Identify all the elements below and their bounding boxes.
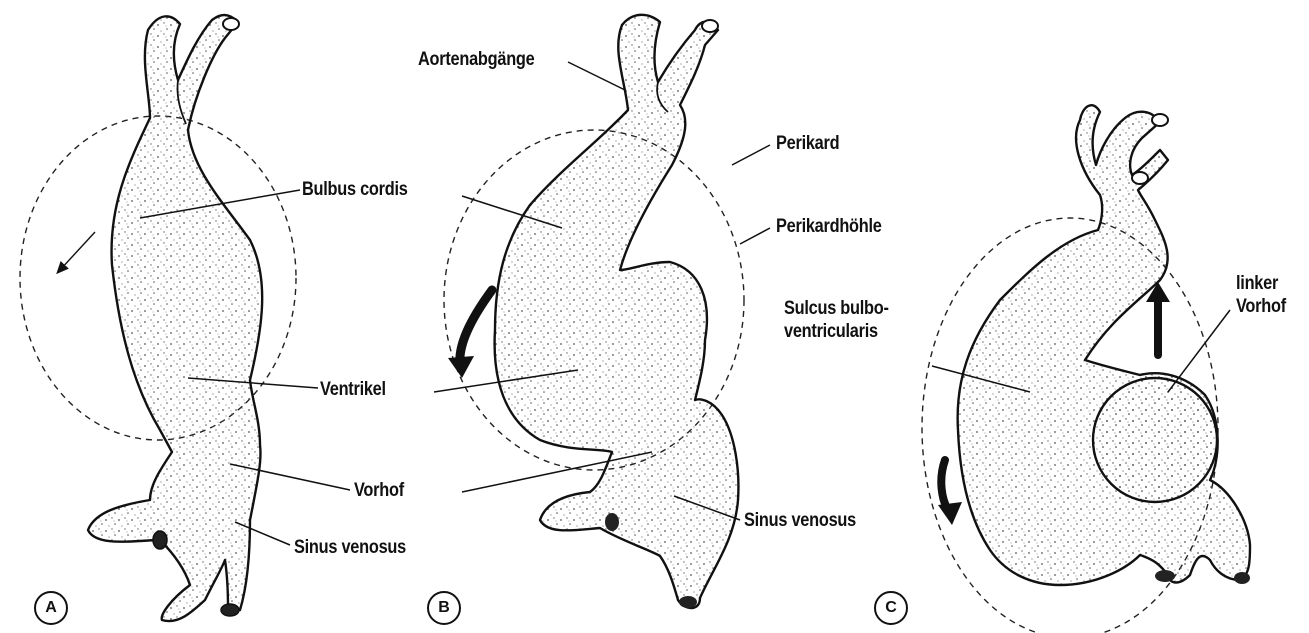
panel-badge-c: C — [874, 591, 908, 625]
label-sinus-venosus-b: Sinus venosus — [744, 509, 856, 532]
heart-panel-c — [922, 105, 1250, 633]
label-aortenabgaenge: Aortenabgänge — [418, 48, 534, 71]
heart-tube-a — [88, 15, 262, 621]
label-linker-vorhof: linker Vorhof — [1236, 272, 1305, 318]
label-sinus-venosus-a: Sinus venosus — [294, 536, 406, 559]
label-vorhof: Vorhof — [354, 479, 404, 502]
label-perikardhoehle: Perikardhöhle — [776, 215, 882, 238]
label-perikard: Perikard — [776, 132, 839, 155]
label-bulbus-cordis: Bulbus cordis — [302, 178, 408, 201]
panel-badge-b: B — [427, 591, 461, 625]
label-sulcus-bulboventricularis: Sulcus bulbo- ventricularis — [784, 297, 913, 343]
heart-panel-b — [444, 15, 744, 608]
panel-badge-a: A — [34, 591, 68, 625]
label-ventrikel: Ventrikel — [320, 378, 386, 401]
